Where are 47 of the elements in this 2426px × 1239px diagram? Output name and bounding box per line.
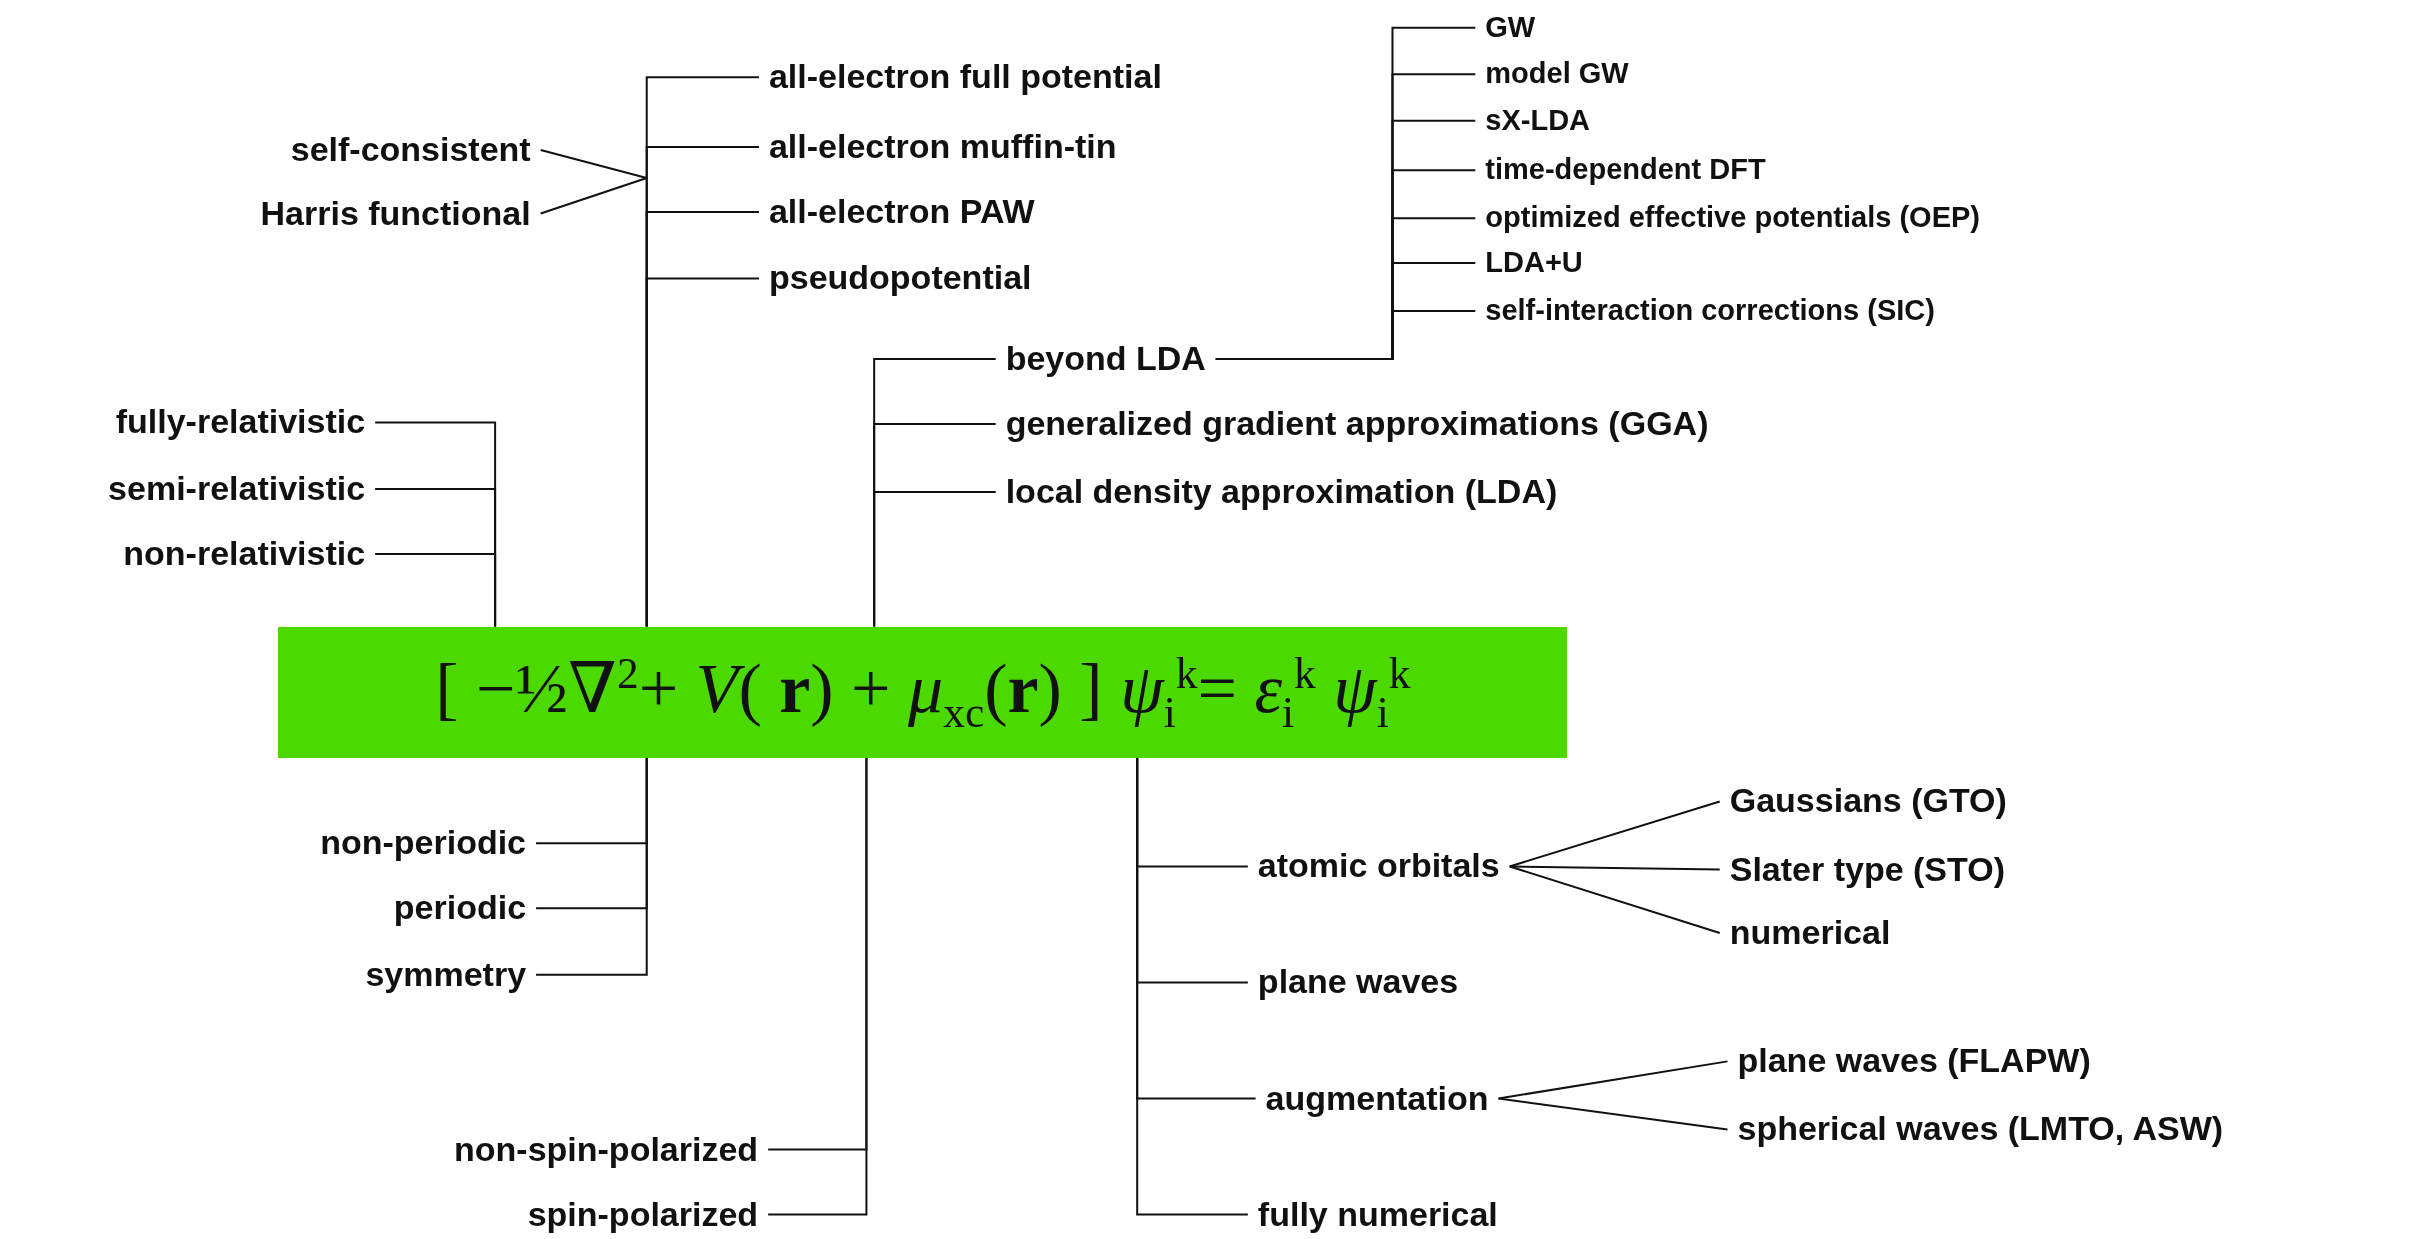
branch-label: numerical xyxy=(1719,913,1901,953)
branch-label: augmentation xyxy=(1255,1078,1499,1119)
branch-label: Slater type (STO) xyxy=(1719,849,2015,890)
branch-label: atomic orbitals xyxy=(1247,846,1510,886)
branch-label: beyond LDA xyxy=(995,339,1216,379)
branch-label: generalized gradient approximations (GGA) xyxy=(995,404,1719,444)
branch-label: all-electron muffin-tin xyxy=(758,127,1127,167)
branch-label: non-periodic xyxy=(310,823,537,863)
connector-line xyxy=(535,757,648,976)
branch-label: optimized effective potentials (OEP) xyxy=(1475,201,1990,235)
connector-line xyxy=(539,149,648,179)
branch-label: pseudopotential xyxy=(758,258,1042,299)
branch-label: plane waves (FLAPW) xyxy=(1727,1041,2101,1081)
branch-label: non-relativistic xyxy=(113,534,376,574)
branch-label: GW xyxy=(1475,11,1546,45)
connector-line xyxy=(539,176,648,215)
branch-label: sX-LDA xyxy=(1475,104,1601,138)
branch-label: model GW xyxy=(1475,57,1639,91)
connector-line xyxy=(1136,757,1249,1216)
branch-label: spherical waves (LMTO, ASW) xyxy=(1727,1109,2234,1149)
connector-line xyxy=(1508,865,1721,871)
equation-box xyxy=(278,626,1568,759)
branch-label: all-electron full potential xyxy=(758,57,1172,97)
branch-label: time-dependent DFT xyxy=(1475,153,1776,187)
connector-line xyxy=(1508,800,1721,868)
branch-label: plane waves xyxy=(1247,962,1469,1002)
connector-line xyxy=(1214,310,1477,360)
connector-line xyxy=(1497,1060,1729,1100)
branch-label: semi-relativistic xyxy=(98,469,376,509)
branch-label: spin-polarized xyxy=(517,1195,769,1235)
connector-line xyxy=(645,277,760,628)
branch-label: symmetry xyxy=(355,955,537,995)
connector-line xyxy=(1497,1097,1729,1131)
branch-label: self-consistent xyxy=(280,130,541,170)
branch-label: LDA+U xyxy=(1475,246,1593,280)
branch-label: self-interaction corrections (SIC) xyxy=(1475,294,1945,328)
branch-label: fully numerical xyxy=(1247,1195,1508,1235)
branch-label: periodic xyxy=(383,888,537,928)
connector-line xyxy=(1508,865,1721,934)
branch-label: non-spin-polarized xyxy=(444,1130,769,1170)
branch-label: local density approximation (LDA) xyxy=(995,472,1568,512)
branch-label: all-electron PAW xyxy=(758,192,1045,232)
branch-label: fully-relativistic xyxy=(105,402,376,442)
branch-label: Gaussians (GTO) xyxy=(1719,781,2017,821)
connector-line xyxy=(374,552,497,628)
connector-line xyxy=(873,491,997,628)
branch-label: Harris functional xyxy=(250,193,541,234)
